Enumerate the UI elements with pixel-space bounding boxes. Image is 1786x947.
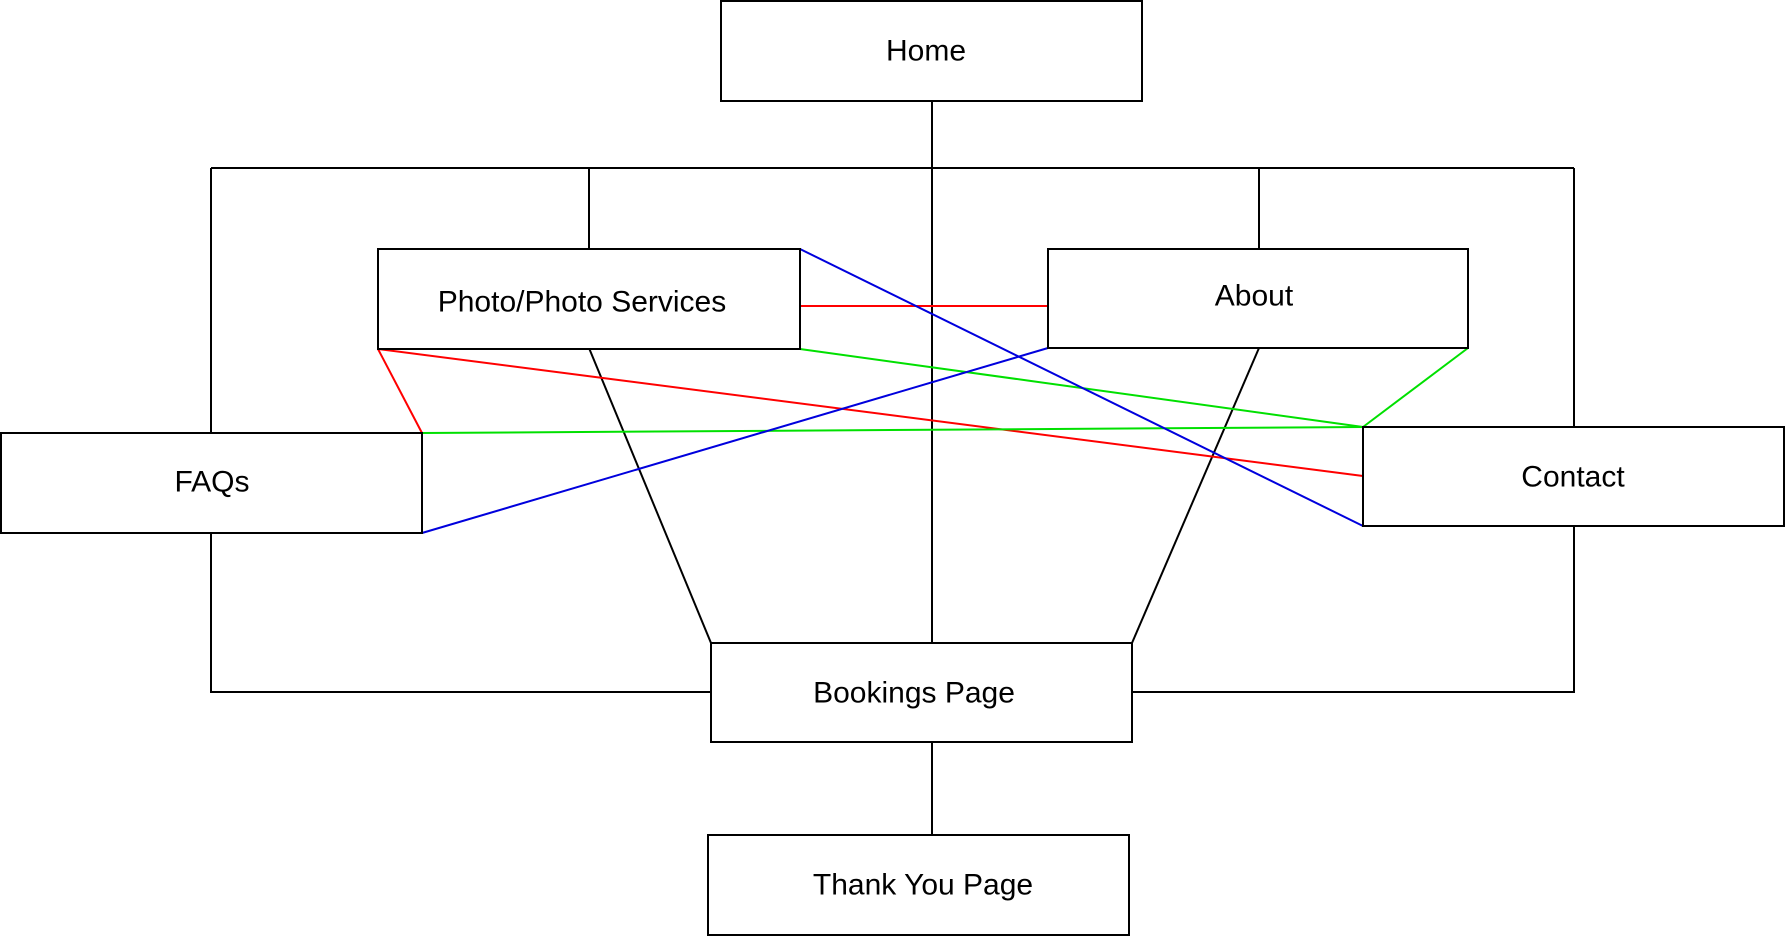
node-thank-you-label: Thank You Page [813,869,1033,902]
node-faqs-box [0,432,423,534]
hierarchy-connectors [210,101,1575,835]
node-bookings: Bookings Page [710,642,1133,743]
blue-link-about-to-faqs [421,347,1049,534]
red-link-photo-services-to-faqs [377,348,423,434]
node-contact-label: Contact [1521,461,1625,494]
cross-links [377,248,1469,534]
green-link-about-to-contact [1362,347,1469,428]
node-contact: Contact [1362,426,1785,527]
node-about: About [1047,248,1469,349]
red-link-photo-services-to-contact [377,348,1364,477]
node-photo-services-box [377,248,801,350]
node-faqs: FAQs [0,432,423,534]
node-bookings-box [710,642,1133,743]
edge-faqs-to-bookings [210,533,711,693]
node-home-label: Home [886,35,966,68]
node-photo-services: Photo/Photo Services [377,248,801,350]
node-about-box [1047,248,1469,349]
node-home-box [720,0,1143,102]
node-thank-you-box [707,834,1130,936]
edge-about-to-bookings [1131,347,1260,644]
node-about-label: About [1215,280,1294,313]
edge-photo-services-to-bookings [588,347,712,644]
node-thank-you: Thank You Page [707,834,1130,936]
green-link-faqs-to-contact [421,426,1364,434]
node-faqs-label: FAQs [174,466,249,499]
node-home: Home [720,0,1143,102]
node-photo-services-label: Photo/Photo Services [438,286,727,319]
node-bookings-label: Bookings Page [813,677,1015,710]
edge-contact-to-bookings [1132,526,1575,693]
blue-link-photo-services-to-contact [799,248,1364,527]
node-contact-box [1362,426,1785,527]
